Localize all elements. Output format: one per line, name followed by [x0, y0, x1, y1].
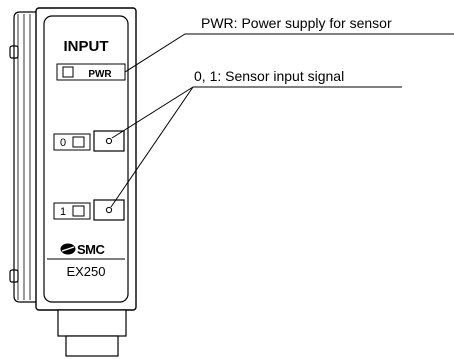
- input-1-connector-pin: [105, 206, 113, 214]
- pwr-callout-text: PWR: Power supply for sensor: [201, 15, 392, 31]
- input-0-channel: 0: [53, 130, 125, 152]
- pwr-callout: PWR: Power supply for sensor: [124, 15, 454, 73]
- smc-logo-mark: [60, 243, 76, 255]
- pwr-leader-line: [124, 33, 454, 73]
- bottom-connector: [57, 309, 127, 357]
- pwr-label: PWR: [88, 69, 112, 80]
- signal-callout-text: 0, 1: Sensor input signal: [194, 68, 344, 84]
- rear-connector-strip: [9, 11, 36, 303]
- input-1-channel: 1: [53, 199, 125, 221]
- input-0-led: [72, 136, 85, 148]
- brand-name: SMC: [77, 242, 106, 257]
- pwr-led: [62, 66, 74, 78]
- module-title: INPUT: [64, 38, 109, 55]
- signal-leader-to-input-1: [110, 86, 194, 208]
- input-0-connector-pin: [105, 137, 113, 145]
- smc-logo: SMC: [60, 242, 106, 257]
- input-1-led: [72, 205, 85, 217]
- pwr-indicator: PWR: [56, 63, 126, 81]
- module-front-panel: [43, 15, 129, 303]
- input-1-label: 1: [60, 206, 66, 218]
- signal-leader-to-input-0: [111, 86, 194, 139]
- signal-callout: 0, 1: Sensor input signal: [110, 68, 402, 208]
- module-body: [35, 7, 137, 311]
- model-name: EX250: [66, 264, 105, 279]
- input-0-label: 0: [60, 137, 66, 149]
